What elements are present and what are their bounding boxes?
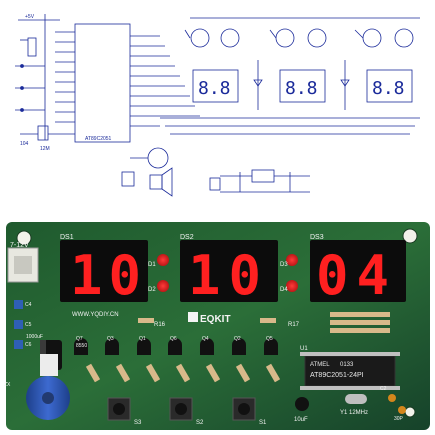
crystal: Y1 12MHz	[340, 394, 368, 416]
voltage-label: 7-12V	[10, 242, 29, 249]
resistor-array	[138, 312, 390, 333]
capacitor-c3	[398, 406, 406, 414]
capacitor-c2	[388, 394, 396, 402]
svg-text:Q6: Q6	[170, 336, 177, 342]
svg-text:C5: C5	[25, 322, 32, 328]
push-buttons: S3 S2 S1	[107, 397, 267, 426]
svg-text:Q3: Q3	[107, 336, 114, 342]
transistor-row: Q7 Q3 Q1 Q6 Q4 Q2 Q5 8550	[74, 336, 278, 355]
svg-text:Q4: Q4	[202, 336, 209, 342]
svg-text:DS3: DS3	[310, 234, 324, 241]
svg-text:8.8: 8.8	[372, 78, 405, 99]
svg-text:8.8: 8.8	[285, 78, 318, 99]
svg-text:C6: C6	[25, 342, 32, 348]
schematic-digit-symbols: 8.8 8.8 8.8	[198, 78, 405, 99]
svg-text:30P: 30P	[394, 416, 404, 422]
capacitor-c4	[14, 300, 23, 309]
website-label: WWW.YQDIY.CN	[72, 312, 119, 318]
display-ds1: DS1	[60, 234, 148, 302]
mcu-part-label: AT89C2051	[85, 136, 112, 142]
svg-text:8550: 8550	[76, 343, 87, 349]
mount-hole	[402, 228, 418, 244]
display-ds3: DS3	[310, 234, 406, 302]
svg-text:C2: C2	[380, 386, 387, 392]
svg-text:U1: U1	[300, 346, 308, 352]
mount-hole	[16, 230, 32, 246]
display-ds2: DS2	[180, 234, 278, 302]
capacitor-c1	[295, 397, 309, 411]
mcu-chip: ATMEL 0133 AT89C2051-24PI U1	[300, 346, 400, 390]
brand-logo	[188, 312, 198, 322]
resistors-diagonal	[85, 363, 281, 383]
mcu-symbol	[74, 23, 131, 143]
display-ds3-digits: 04	[316, 244, 397, 307]
svg-text:S3: S3	[134, 420, 142, 426]
svg-text:Q5: Q5	[266, 336, 273, 342]
display-ds1-digits: 10	[70, 244, 147, 307]
capacitor-c5	[14, 320, 23, 329]
svg-text:ATMEL: ATMEL	[310, 362, 330, 368]
svg-text:D4: D4	[280, 287, 288, 293]
svg-text:Q2: Q2	[234, 336, 241, 342]
svg-text:ZX: ZX	[4, 382, 11, 388]
dc-jack	[7, 247, 39, 283]
svg-text:D3: D3	[280, 262, 288, 268]
svg-text:Q1: Q1	[139, 336, 146, 342]
regulator	[40, 354, 58, 376]
svg-text:Y1 12MHz: Y1 12MHz	[340, 410, 368, 416]
mount-hole	[404, 406, 416, 418]
colon-leds: D1 D2 D3 D4	[148, 254, 298, 293]
brand-label: EQKIT	[200, 314, 231, 325]
svg-text:S2: S2	[196, 420, 204, 426]
svg-text:Q7: Q7	[76, 336, 83, 342]
svg-text:8.8: 8.8	[198, 78, 231, 99]
svg-text:S1: S1	[259, 420, 267, 426]
svg-text:R16: R16	[154, 322, 166, 328]
pcb-board: 7-12V DS1 DS2 DS3 10 10 04 D1 D2 D3 D4	[4, 222, 430, 430]
svg-text:R17: R17	[288, 322, 300, 328]
display-ds2-digits: 10	[188, 244, 269, 307]
svg-text:0133: 0133	[340, 362, 354, 368]
schematic-diagram: AT89C2051	[15, 14, 420, 197]
svg-text:D1: D1	[148, 262, 156, 268]
svg-text:DS2: DS2	[180, 234, 194, 241]
svg-text:DS1: DS1	[60, 234, 74, 241]
svg-text:12M: 12M	[40, 146, 50, 152]
svg-text:D2: D2	[148, 287, 156, 293]
capacitor-c6	[14, 340, 23, 349]
svg-text:1000uF: 1000uF	[26, 334, 43, 340]
svg-text:C4: C4	[25, 302, 32, 308]
buzzer: ZX	[4, 376, 70, 420]
svg-text:104: 104	[20, 141, 29, 147]
svg-text:10uF: 10uF	[294, 417, 308, 423]
svg-text:+5V: +5V	[25, 14, 35, 20]
svg-text:AT89C2051-24PI: AT89C2051-24PI	[310, 372, 364, 379]
